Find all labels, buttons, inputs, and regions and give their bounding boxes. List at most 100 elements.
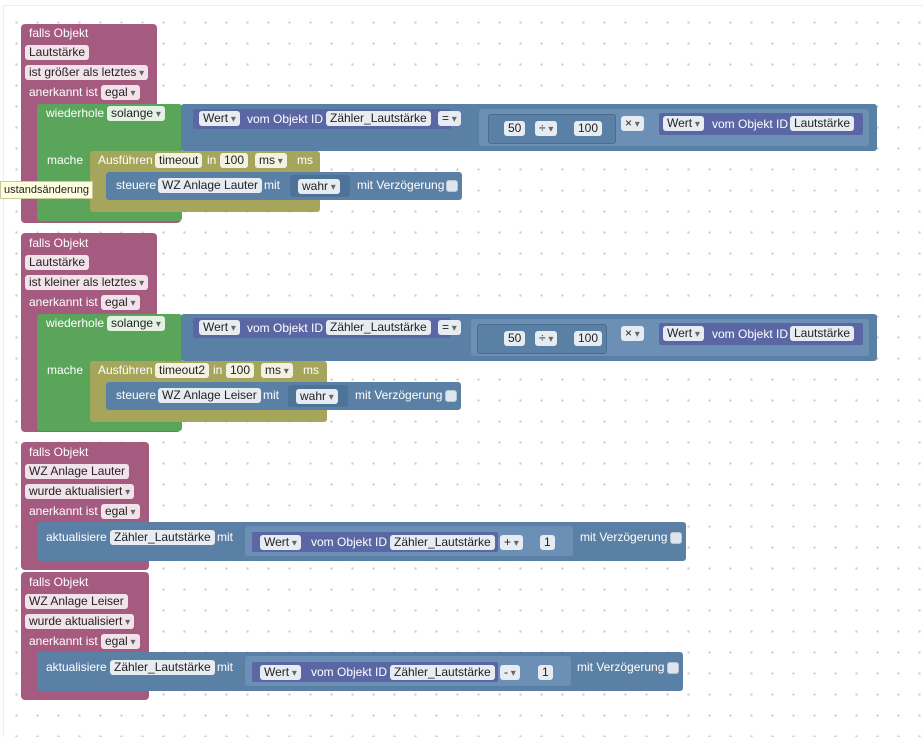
timeout-unit-dropdown[interactable]: ms — [261, 363, 293, 378]
timeout-in-label: in — [213, 363, 223, 377]
get-value-block-2[interactable]: Wert vom Objekt ID Zähler_Lautstärke — [193, 318, 451, 338]
get-value-block-4[interactable]: Wert vom Objekt ID Zähler_Lautstärke — [252, 662, 498, 682]
event-falls-label: falls Objekt — [29, 445, 89, 459]
event-1-fields: Lautstärke ist größer als letztes anerka… — [21, 44, 149, 100]
rhs-id-field[interactable]: Lautstärke — [790, 116, 855, 131]
event-condition-dropdown[interactable]: wurde aktualisiert — [25, 484, 135, 499]
acknowledged-dropdown[interactable]: egal — [101, 634, 140, 649]
control-target-field[interactable]: WZ Anlage Leiser — [158, 388, 261, 403]
lhs-field-dropdown[interactable]: Wert — [199, 320, 240, 335]
acknowledged-dropdown[interactable]: egal — [101, 295, 140, 310]
control-1-fields: WZ Anlage Lauter mit wahr mit Verzögerun… — [106, 172, 458, 197]
bool-block-1[interactable]: wahr — [290, 175, 350, 197]
event-object-field[interactable]: Lautstärke — [25, 255, 90, 270]
control-delay-label: mit Verzögerung — [357, 178, 445, 192]
timeout-name-field[interactable]: timeout — [155, 153, 203, 168]
delay-checkbox[interactable] — [445, 390, 457, 402]
bool-block-2[interactable]: wahr — [288, 385, 348, 407]
timeout-in-label: in — [207, 153, 217, 167]
update-id-field[interactable]: Zähler_Lautstärke — [390, 535, 495, 550]
num-b-field[interactable]: 100 — [574, 331, 603, 346]
num-a-field[interactable]: 50 — [504, 121, 526, 136]
acknowledged-dropdown[interactable]: egal — [101, 85, 140, 100]
multiply-op-dropdown[interactable]: × — [621, 326, 644, 341]
lhs-field-dropdown[interactable]: Wert — [199, 111, 240, 126]
rhs-id-field[interactable]: Lautstärke — [790, 326, 855, 341]
event-object-field[interactable]: WZ Anlage Leiser — [25, 594, 128, 609]
control-mit-label: mit — [263, 388, 279, 402]
timer-2-fields: timeout2 in 100 ms ms — [90, 361, 319, 378]
loop-mode-dropdown[interactable]: solange — [107, 316, 165, 331]
compare-op-dropdown[interactable]: = — [438, 320, 461, 335]
event-condition-dropdown[interactable]: ist kleiner als letztes — [25, 275, 149, 290]
event-object-field[interactable]: WZ Anlage Lauter — [25, 464, 130, 479]
rhs-field-dropdown[interactable]: Wert — [663, 326, 704, 341]
control-mit-label: mit — [264, 178, 280, 192]
event-condition-dropdown[interactable]: wurde aktualisiert — [25, 614, 135, 629]
timeout-unit-label: ms — [297, 153, 313, 167]
event-condition-dropdown[interactable]: ist größer als letztes — [25, 65, 149, 80]
update-delay-label: mit Verzögerung — [580, 530, 668, 544]
loop-2-foot — [37, 419, 182, 431]
lhs-id-field[interactable]: Zähler_Lautstärke — [326, 111, 431, 126]
control-target-field[interactable]: WZ Anlage Lauter — [158, 178, 263, 193]
delay-checkbox[interactable] — [446, 180, 458, 192]
get-value-block-2b[interactable]: Wert vom Objekt ID Lautstärke — [659, 323, 863, 345]
num-b-field[interactable]: 100 — [574, 121, 603, 136]
update-target-field[interactable]: Zähler_Lautstärke — [110, 530, 215, 545]
update-of-label: vom Objekt ID — [311, 665, 388, 679]
get-value-block-1b[interactable]: Wert vom Objekt ID Lautstärke — [659, 113, 863, 135]
timeout-ms-field[interactable]: 100 — [220, 153, 249, 168]
timeout-unit-dropdown[interactable]: ms — [255, 153, 287, 168]
control-value-dropdown[interactable]: wahr — [298, 179, 340, 194]
lhs-of-label: vom Objekt ID — [247, 112, 324, 126]
update-of-label: vom Objekt ID — [311, 535, 388, 549]
loop-do-label: mache — [47, 363, 84, 377]
lhs-of-label: vom Objekt ID — [247, 321, 324, 335]
update-field-dropdown[interactable]: Wert — [260, 535, 301, 550]
update-field-dropdown[interactable]: Wert — [260, 665, 301, 680]
timeout-name-field[interactable]: timeout2 — [155, 363, 210, 378]
update-delay-label: mit Verzögerung — [577, 660, 665, 674]
event-4-fields: WZ Anlage Leiser wurde aktualisiert aner… — [21, 593, 140, 649]
update-op-dropdown[interactable]: + — [500, 535, 523, 550]
update-2-fields: Zähler_Lautstärke mit Wert vom Objekt ID… — [37, 652, 679, 686]
delay-checkbox[interactable] — [670, 532, 682, 544]
lhs-id-field[interactable]: Zähler_Lautstärke — [326, 320, 431, 335]
compare-1-fields: Wert vom Objekt ID Zähler_Lautstärke = 5… — [181, 104, 869, 146]
timer-1-fields: timeout in 100 ms ms — [90, 151, 313, 168]
get-value-block-3[interactable]: Wert vom Objekt ID Zähler_Lautstärke — [252, 532, 498, 552]
update-label: aktualisiere — [46, 530, 107, 544]
update-op-dropdown[interactable]: - — [500, 665, 520, 680]
update-num-field[interactable]: 1 — [540, 535, 555, 550]
delay-checkbox[interactable] — [667, 662, 679, 674]
num-a-field[interactable]: 50 — [504, 331, 526, 346]
event-2-fields: Lautstärke ist kleiner als letztes anerk… — [21, 254, 149, 310]
acknowledged-label: anerkannt ist — [29, 504, 98, 518]
compare-op-dropdown[interactable]: = — [438, 111, 461, 126]
acknowledged-label: anerkannt ist — [29, 634, 98, 648]
control-value-dropdown[interactable]: wahr — [296, 389, 338, 404]
loop-mode-dropdown[interactable]: solange — [107, 106, 165, 121]
update-num-field[interactable]: 1 — [538, 665, 553, 680]
multiply-op-dropdown[interactable]: × — [621, 116, 644, 131]
timeout-ms-field[interactable]: 100 — [226, 363, 255, 378]
get-value-block-1[interactable]: Wert vom Objekt ID Zähler_Lautstärke — [193, 109, 451, 129]
loop-label: wiederhole — [46, 106, 105, 120]
rhs-of-label: vom Objekt ID — [712, 327, 789, 341]
loop-1-fields: solange mache — [37, 104, 165, 167]
divide-op-dropdown[interactable]: ÷ — [535, 331, 558, 346]
rhs-field-dropdown[interactable]: Wert — [663, 116, 704, 131]
timeout-label: Ausführen — [98, 153, 153, 167]
divide-op-dropdown[interactable]: ÷ — [535, 121, 558, 136]
update-mit-label: mit — [217, 660, 233, 674]
loop-1-foot — [37, 209, 182, 221]
event-object-field[interactable]: Lautstärke — [25, 45, 90, 60]
event-falls-label: falls Objekt — [29, 26, 89, 40]
update-id-field[interactable]: Zähler_Lautstärke — [390, 665, 495, 680]
tooltip: ustandsänderung — [0, 181, 94, 199]
event-falls-label: falls Objekt — [29, 236, 89, 250]
acknowledged-dropdown[interactable]: egal — [101, 504, 140, 519]
update-target-field[interactable]: Zähler_Lautstärke — [110, 660, 215, 675]
timeout-label: Ausführen — [98, 363, 153, 377]
